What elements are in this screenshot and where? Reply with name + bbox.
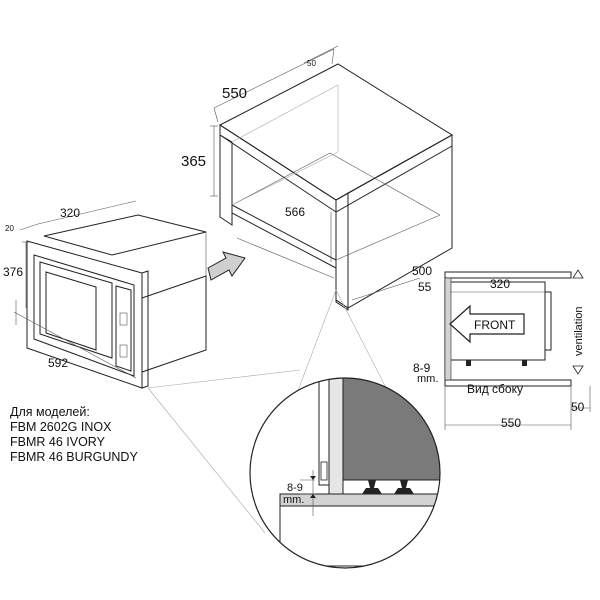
model-item: FBM 2602G INOX: [10, 420, 112, 434]
cabinet-dimension-lines: [210, 45, 421, 301]
vent-up-arrow-icon: [572, 269, 584, 279]
side-view-partial-label: 55: [418, 280, 432, 294]
side-view-depth-label: 320: [490, 277, 510, 291]
side-view-gap-unit: mm.: [417, 373, 438, 385]
frame-depth-label: 320: [60, 206, 80, 220]
cabinet-top-offset-label: 50: [307, 59, 316, 68]
opening-width-label: 566: [285, 205, 305, 219]
front-label: FRONT: [474, 318, 516, 332]
opening-height-label: 365: [181, 153, 206, 170]
insert-arrow-icon: [207, 251, 246, 281]
side-view-drawing: [444, 271, 591, 430]
side-view-caption: Вид сбоку: [467, 382, 523, 396]
model-item: FBMR 46 BURGUNDY: [10, 450, 138, 464]
detail-view: [249, 377, 441, 569]
ventilation-label: ventilation: [573, 306, 585, 356]
frame-height-label: 376: [3, 265, 23, 279]
side-view-vent-label: 50: [571, 400, 585, 414]
side-view-total-label: 550: [501, 416, 521, 430]
opening-depth-label: 500: [412, 264, 432, 278]
front-arrow-icon: [449, 304, 525, 344]
cabinet-drawing: [219, 63, 453, 311]
side-view-gap-label: 8-9: [413, 361, 431, 375]
cabinet-depth-label: 550: [222, 85, 247, 102]
detail-gap-unit: mm.: [283, 494, 304, 506]
frame-width-label: 592: [48, 356, 68, 370]
model-item: FBMR 46 IVORY: [10, 435, 105, 449]
models-heading: Для моделей:: [10, 405, 90, 419]
vent-down-arrow-icon: [572, 365, 584, 375]
compatible-models-list: Для моделей: FBM 2602G INOX FBMR 46 IVOR…: [10, 405, 138, 465]
detail-gap-label: 8-9: [287, 482, 303, 494]
frame-thickness-label: 20: [5, 224, 14, 233]
microwave-dimension-lines: [13, 200, 137, 379]
microwave-drawing: [26, 214, 207, 389]
